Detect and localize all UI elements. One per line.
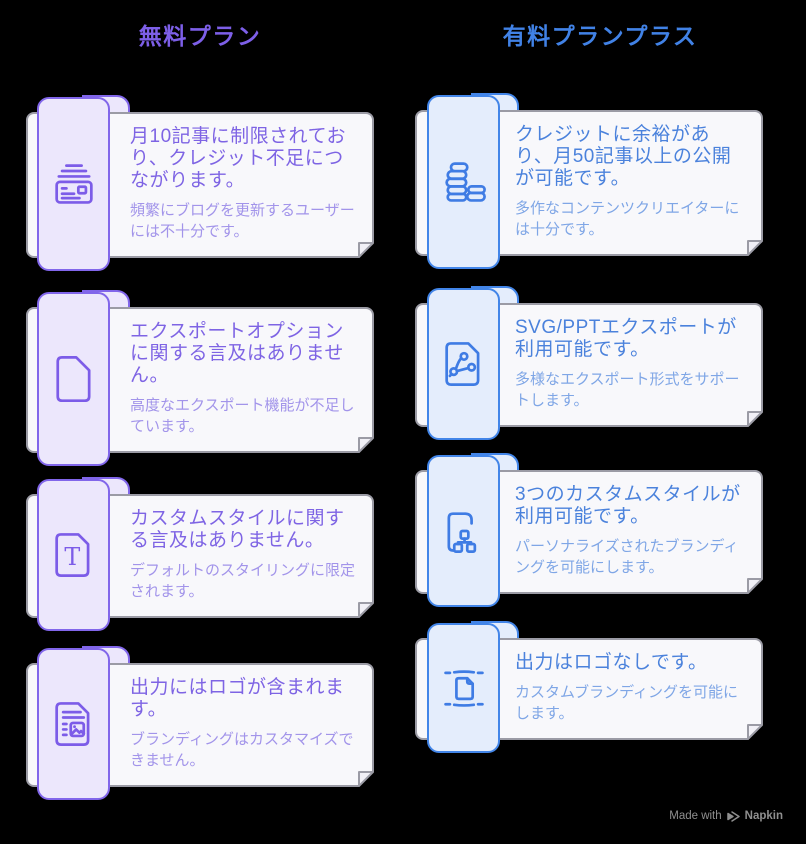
folded-corner-icon <box>358 437 374 453</box>
card-sub-text: 頻繁にブログを更新するユーザー には不十分です。 <box>130 202 355 240</box>
folded-corner-icon <box>747 411 763 427</box>
card-main-text: 出力はロゴなしです。 <box>515 652 708 673</box>
vector-export-doc-icon <box>444 342 479 386</box>
icon-panel: T <box>37 479 110 631</box>
card-sub-text: デフォルトのスタイリングに限定 されます。 <box>130 562 356 600</box>
card-main-text: 3つのカスタムスタイルが 利用可能です。 <box>515 484 741 527</box>
card-main-text: SVG/PPTエクスポートが 利用可能です。 <box>515 317 737 360</box>
subscriptions-card-icon <box>54 164 93 204</box>
card-paid-no-logo: 出力はロゴなしです。 カスタムブランディングを可能に します。 <box>415 621 763 753</box>
card-sub-text: 多作なコンテンツクリエイターに は十分です。 <box>515 200 740 238</box>
folded-corner-icon <box>747 578 763 594</box>
no-logo-doc-icon <box>443 670 484 707</box>
card-sub-text: 多様なエクスポート形式をサポー トします。 <box>515 371 740 409</box>
svg-text:T: T <box>64 543 80 571</box>
icon-panel <box>37 97 110 271</box>
folded-corner-icon <box>747 724 763 740</box>
card-main-text: クレジットに余裕があ り、月50記事以上の公開 が可能です。 <box>515 124 732 189</box>
card-main-text: エクスポートオプション に関する言及はありませ ん。 <box>130 321 344 386</box>
card-paid-credit-headroom: クレジットに余裕があ り、月50記事以上の公開 が可能です。 多作なコンテンツク… <box>415 93 763 269</box>
icon-panel <box>427 288 500 440</box>
icon-panel <box>37 648 110 800</box>
icon-panel <box>427 95 500 269</box>
column-title-paid-plan: 有料プランプラス <box>502 23 698 49</box>
icon-panel <box>37 292 110 466</box>
doc-with-image-icon <box>54 702 89 746</box>
folded-corner-icon <box>358 771 374 787</box>
card-free-logo-included: 出力にはロゴが含まれま す。 ブランディングはカスタマイズで きません。 <box>26 646 374 800</box>
watermark-brand-text: Napkin <box>744 810 783 822</box>
card-main-text: カスタムスタイルに関す る言及はありません。 <box>130 508 345 551</box>
card-main-text: 月10記事に制限されてお り、クレジット不足につ ながります。 <box>130 126 346 191</box>
card-paid-svg-ppt-export: SVG/PPTエクスポートが 利用可能です。 多様なエクスポート形式をサポー ト… <box>415 286 763 440</box>
card-sub-text: ブランディングはカスタマイズで きません。 <box>130 731 354 769</box>
card-paid-custom-styles: 3つのカスタムスタイルが 利用可能です。 パーソナライズされたブランディ ングを… <box>415 453 763 607</box>
folded-corner-icon <box>358 602 374 618</box>
folded-corner-icon <box>747 240 763 256</box>
napkin-watermark[interactable]: Made with Napkin <box>669 808 783 824</box>
card-free-no-export: エクスポートオプション に関する言及はありませ ん。 高度なエクスポート機能が不… <box>26 290 374 466</box>
coin-stacks-icon <box>444 162 486 202</box>
column-title-free-plan: 無料プラン <box>138 23 262 49</box>
icon-panel <box>427 455 500 607</box>
card-main-text: 出力にはロゴが含まれま す。 <box>130 677 345 720</box>
doc-org-blocks-icon <box>446 512 476 553</box>
typography-doc-icon: T <box>54 533 89 577</box>
document-icon <box>55 355 91 403</box>
napkin-pen-icon <box>726 810 740 822</box>
icon-panel <box>427 623 500 753</box>
folded-corner-icon <box>358 242 374 258</box>
card-sub-text: パーソナライズされたブランディ ングを可能にします。 <box>515 538 739 576</box>
watermark-made-with-text: Made with <box>669 810 722 822</box>
card-sub-text: カスタムブランディングを可能に します。 <box>515 684 739 722</box>
card-free-article-limit: 月10記事に制限されてお り、クレジット不足につ ながります。 頻繁にブログを更… <box>26 95 374 271</box>
card-sub-text: 高度なエクスポート機能が不足し ています。 <box>130 397 355 435</box>
card-free-no-custom-styles: カスタムスタイルに関す る言及はありません。 デフォルトのスタイリングに限定 さ… <box>26 477 374 631</box>
